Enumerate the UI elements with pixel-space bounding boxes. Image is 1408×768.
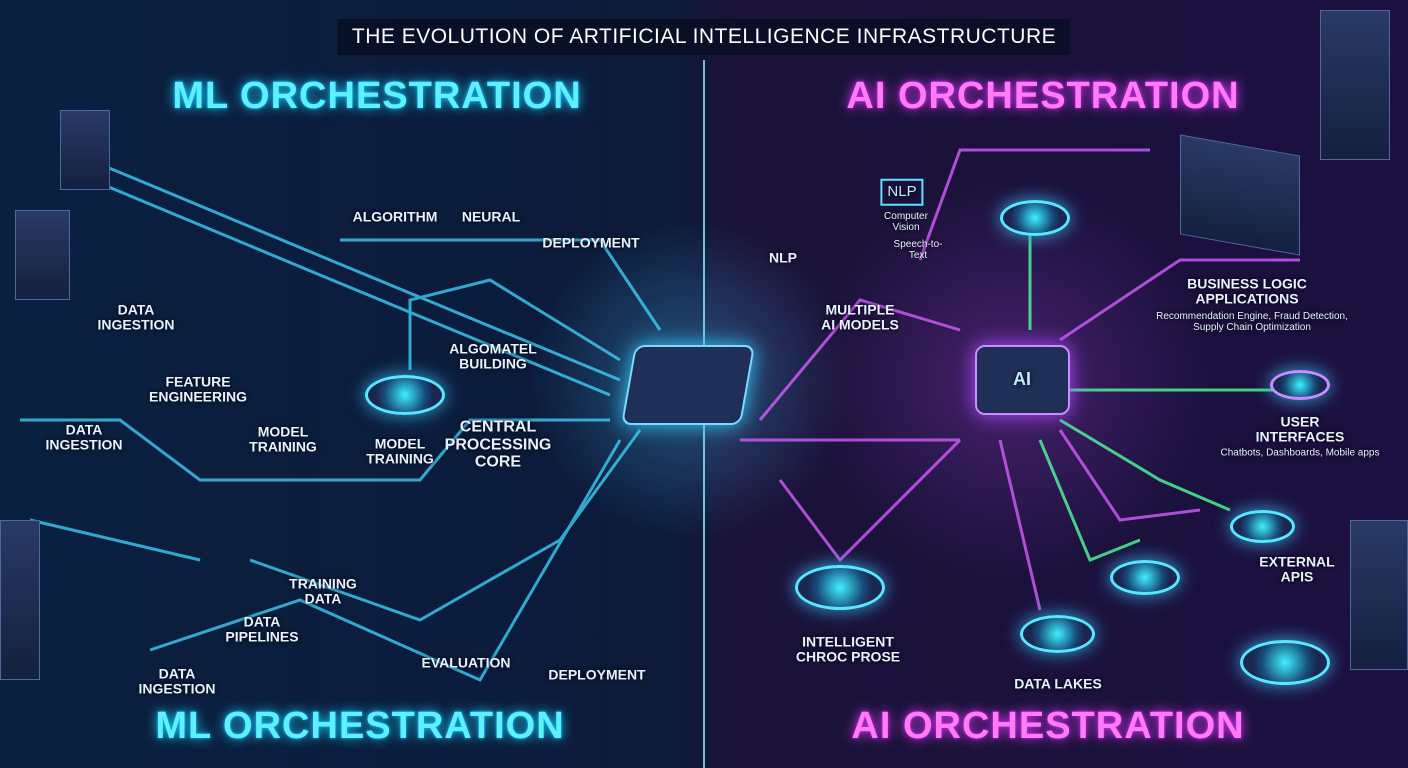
server-icon (15, 210, 70, 300)
label-evaluation: EVALUATION (421, 654, 511, 671)
label-user-interfaces: USER INTERFACES (1255, 413, 1345, 445)
label-central-processing-core: CENTRAL PROCESSING CORE (444, 418, 552, 471)
label-nlp: NLP (769, 249, 797, 266)
page-title: THE EVOLUTION OF ARTIFICIAL INTELLIGENCE… (337, 19, 1071, 55)
ai-chip-label: AI (1013, 369, 1031, 390)
label-neural: NEURAL (461, 208, 521, 225)
label-algomatel-building: ALGOMATEL BUILDING (449, 340, 537, 372)
ai-orchestration-heading-top: AI ORCHESTRATION (846, 75, 1240, 118)
data-lake-platform (1020, 615, 1095, 653)
model-training-platform (365, 375, 445, 415)
label-data-lakes: DATA LAKES (1014, 675, 1102, 692)
ai-platform (1240, 640, 1330, 685)
label-computer-vision: Computer Vision (884, 211, 928, 233)
user-interface-platform (1270, 370, 1330, 400)
server-icon (60, 110, 110, 190)
label-model-training: MODEL TRAINING (249, 423, 317, 455)
ml-orchestration-heading-bottom: ML ORCHESTRATION (155, 705, 565, 748)
dashboard-monitor-icon (1180, 134, 1300, 256)
label-algorithm: ALGORITHM (352, 208, 438, 225)
label-model-training: MODEL TRAINING (366, 435, 434, 467)
server-icon (1350, 520, 1408, 670)
ai-platform (1000, 200, 1070, 236)
label-user-interfaces-sub: Chatbots, Dashboards, Mobile apps (1220, 447, 1380, 459)
external-api-platform (1230, 510, 1295, 543)
label-speech-to-text: Speech-to- Text (893, 239, 943, 261)
label-data-ingestion: DATA INGESTION (45, 421, 123, 453)
server-icon (0, 520, 40, 680)
label-deployment-top: DEPLOYMENT (542, 234, 640, 251)
label-data-pipelines: DATA PIPELINES (225, 613, 299, 645)
label-business-logic: BUSINESS LOGIC APPLICATIONS (1187, 275, 1307, 307)
ml-orchestration-heading-top: ML ORCHESTRATION (172, 75, 582, 118)
label-business-logic-sub: Recommendation Engine, Fraud Detection, … (1156, 311, 1348, 333)
label-training-data: TRAINING DATA (289, 575, 357, 607)
label-external-apis: EXTERNAL APIS (1259, 553, 1335, 585)
label-data-ingestion: DATA INGESTION (97, 301, 175, 333)
label-multiple-ai-models: MULTIPLE AI MODELS (821, 301, 899, 333)
label-feature-engineering: FEATURE ENGINEERING (148, 373, 248, 405)
nlp-screen-label: NLP (880, 178, 924, 206)
server-icon (1320, 10, 1390, 160)
label-intelligent: INTELLIGENT CHROC PROSE (795, 633, 901, 665)
intelligent-platform (795, 565, 885, 610)
label-deployment-bottom: DEPLOYMENT (548, 666, 646, 683)
label-data-ingestion: DATA INGESTION (138, 665, 216, 697)
ai-orchestration-heading-bottom: AI ORCHESTRATION (851, 705, 1245, 748)
ai-chip (975, 345, 1070, 415)
ai-platform (1110, 560, 1180, 595)
central-processing-chip (620, 345, 756, 425)
